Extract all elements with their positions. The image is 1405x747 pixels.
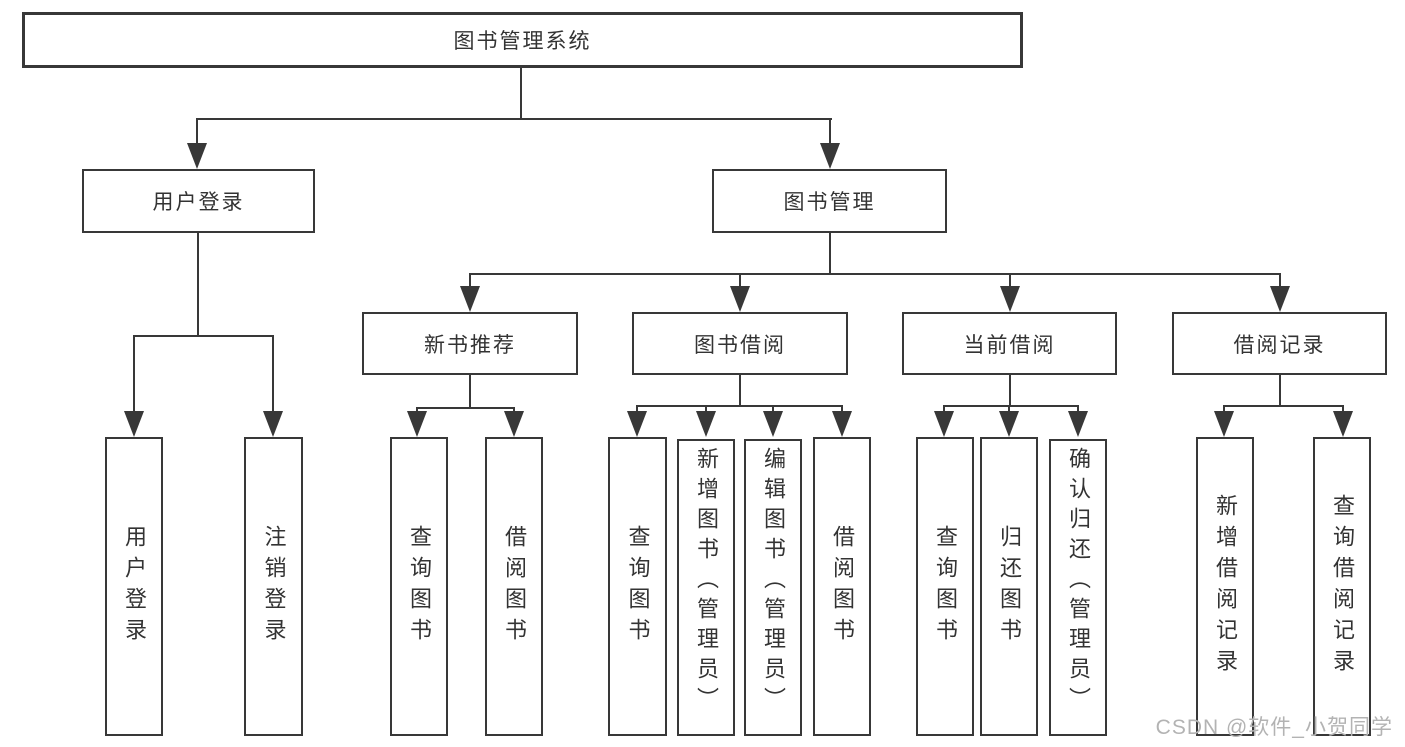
node-label: 借阅图书	[830, 524, 855, 649]
arrow-down-icon	[934, 411, 954, 437]
node-label: 新增图书（管理员）	[694, 447, 719, 717]
node-label: 新增借阅记录	[1213, 493, 1238, 680]
connector-stem	[1223, 405, 1225, 413]
arrow-down-icon	[1270, 286, 1290, 312]
connector-stem	[636, 405, 638, 413]
arrow-down-icon	[763, 411, 783, 437]
arrow-down-icon	[627, 411, 647, 437]
node-label: 查询图书	[933, 524, 958, 649]
node-root-library-management-system: 图书管理系统	[22, 12, 1023, 68]
connector-current-borrow-rail	[943, 405, 1079, 407]
connector-stem	[1342, 405, 1344, 413]
leaf-currentborrow-return-books: 归还图书	[980, 437, 1038, 736]
node-label: 编辑图书（管理员）	[761, 447, 786, 717]
node-label: 查询借阅记录	[1330, 493, 1355, 680]
arrow-down-icon	[504, 411, 524, 437]
connector-stem	[705, 405, 707, 413]
arrow-down-icon	[1068, 411, 1088, 437]
node-label: 用户登录	[122, 524, 147, 649]
connector-book-borrow-rail	[636, 405, 843, 407]
arrow-down-icon	[187, 143, 207, 169]
node-book-management: 图书管理	[712, 169, 947, 233]
connector-level3-rail	[469, 273, 1281, 275]
leaf-user-login: 用户登录	[105, 437, 163, 736]
connector-stem	[513, 407, 515, 413]
connector-stem	[841, 405, 843, 413]
leaf-bookborrow-borrow-books: 借阅图书	[813, 437, 871, 736]
connector-stem	[772, 405, 774, 413]
arrow-down-icon	[1333, 411, 1353, 437]
leaf-currentborrow-confirm-return-admin: 确认归还（管理员）	[1049, 439, 1107, 736]
leaf-currentborrow-query-books: 查询图书	[916, 437, 974, 736]
connector-root-stem	[520, 68, 522, 118]
connector-stem	[1009, 273, 1011, 286]
connector-stem	[272, 335, 274, 411]
leaf-bookborrow-add-books-admin: 新增图书（管理员）	[677, 439, 735, 736]
node-current-borrow: 当前借阅	[902, 312, 1117, 375]
connector-stem	[196, 118, 198, 143]
arrow-down-icon	[999, 411, 1019, 437]
connector-new-books-stem	[469, 375, 471, 407]
csdn-watermark: CSDN @软件_小贺同学	[1155, 716, 1393, 739]
leaf-newbooks-query-books: 查询图书	[390, 437, 448, 736]
connector-current-borrow-stem	[1009, 375, 1011, 405]
connector-borrow-records-rail	[1223, 405, 1343, 407]
node-borrow-records: 借阅记录	[1172, 312, 1387, 375]
leaf-records-add-borrow-record: 新增借阅记录	[1196, 437, 1254, 736]
connector-stem	[133, 335, 135, 411]
arrow-down-icon	[124, 411, 144, 437]
connector-stem	[469, 273, 471, 286]
connector-stem	[739, 273, 741, 286]
connector-stem	[1008, 405, 1010, 413]
node-label: 归还图书	[997, 524, 1022, 649]
leaf-logout: 注销登录	[244, 437, 303, 736]
connector-user-login-rail	[133, 335, 274, 337]
node-user-login: 用户登录	[82, 169, 315, 233]
node-label: 用户登录	[152, 191, 245, 214]
node-label: 查询图书	[625, 524, 651, 649]
arrow-down-icon	[407, 411, 427, 437]
connector-book-mgmt-stem	[829, 233, 831, 273]
arrow-down-icon	[820, 143, 840, 169]
node-label: 图书管理	[783, 191, 876, 214]
node-label: 确认归还（管理员）	[1066, 447, 1091, 717]
leaf-bookborrow-edit-books-admin: 编辑图书（管理员）	[744, 439, 802, 736]
leaf-bookborrow-query-books: 查询图书	[608, 437, 667, 736]
node-label: 当前借阅	[963, 333, 1056, 357]
arrow-down-icon	[730, 286, 750, 312]
node-new-book-recommend: 新书推荐	[362, 312, 578, 375]
connector-book-borrow-stem	[739, 375, 741, 405]
leaf-records-query-borrow-record: 查询借阅记录	[1313, 437, 1371, 736]
node-label: 新书推荐	[424, 333, 516, 357]
arrow-down-icon	[1214, 411, 1234, 437]
arrow-down-icon	[832, 411, 852, 437]
arrow-down-icon	[263, 411, 283, 437]
connector-stem	[1077, 405, 1079, 413]
node-label: 图书借阅	[694, 333, 786, 357]
connector-new-books-rail	[416, 407, 515, 409]
node-book-borrow: 图书借阅	[632, 312, 848, 375]
arrow-down-icon	[460, 286, 480, 312]
connector-stem	[943, 405, 945, 413]
node-label: 借阅记录	[1233, 333, 1326, 357]
connector-stem	[1279, 273, 1281, 286]
connector-stem	[829, 118, 831, 143]
connector-stem	[416, 407, 418, 413]
arrow-down-icon	[1000, 286, 1020, 312]
node-label: 借阅图书	[502, 524, 527, 649]
connector-level2-rail	[196, 118, 832, 120]
connector-user-login-stem	[197, 233, 199, 335]
node-label: 图书管理系统	[453, 30, 592, 53]
connector-borrow-records-stem	[1279, 375, 1281, 405]
leaf-newbooks-borrow-books: 借阅图书	[485, 437, 543, 736]
node-label: 查询图书	[407, 524, 432, 649]
node-label: 注销登录	[261, 524, 287, 649]
arrow-down-icon	[696, 411, 716, 437]
